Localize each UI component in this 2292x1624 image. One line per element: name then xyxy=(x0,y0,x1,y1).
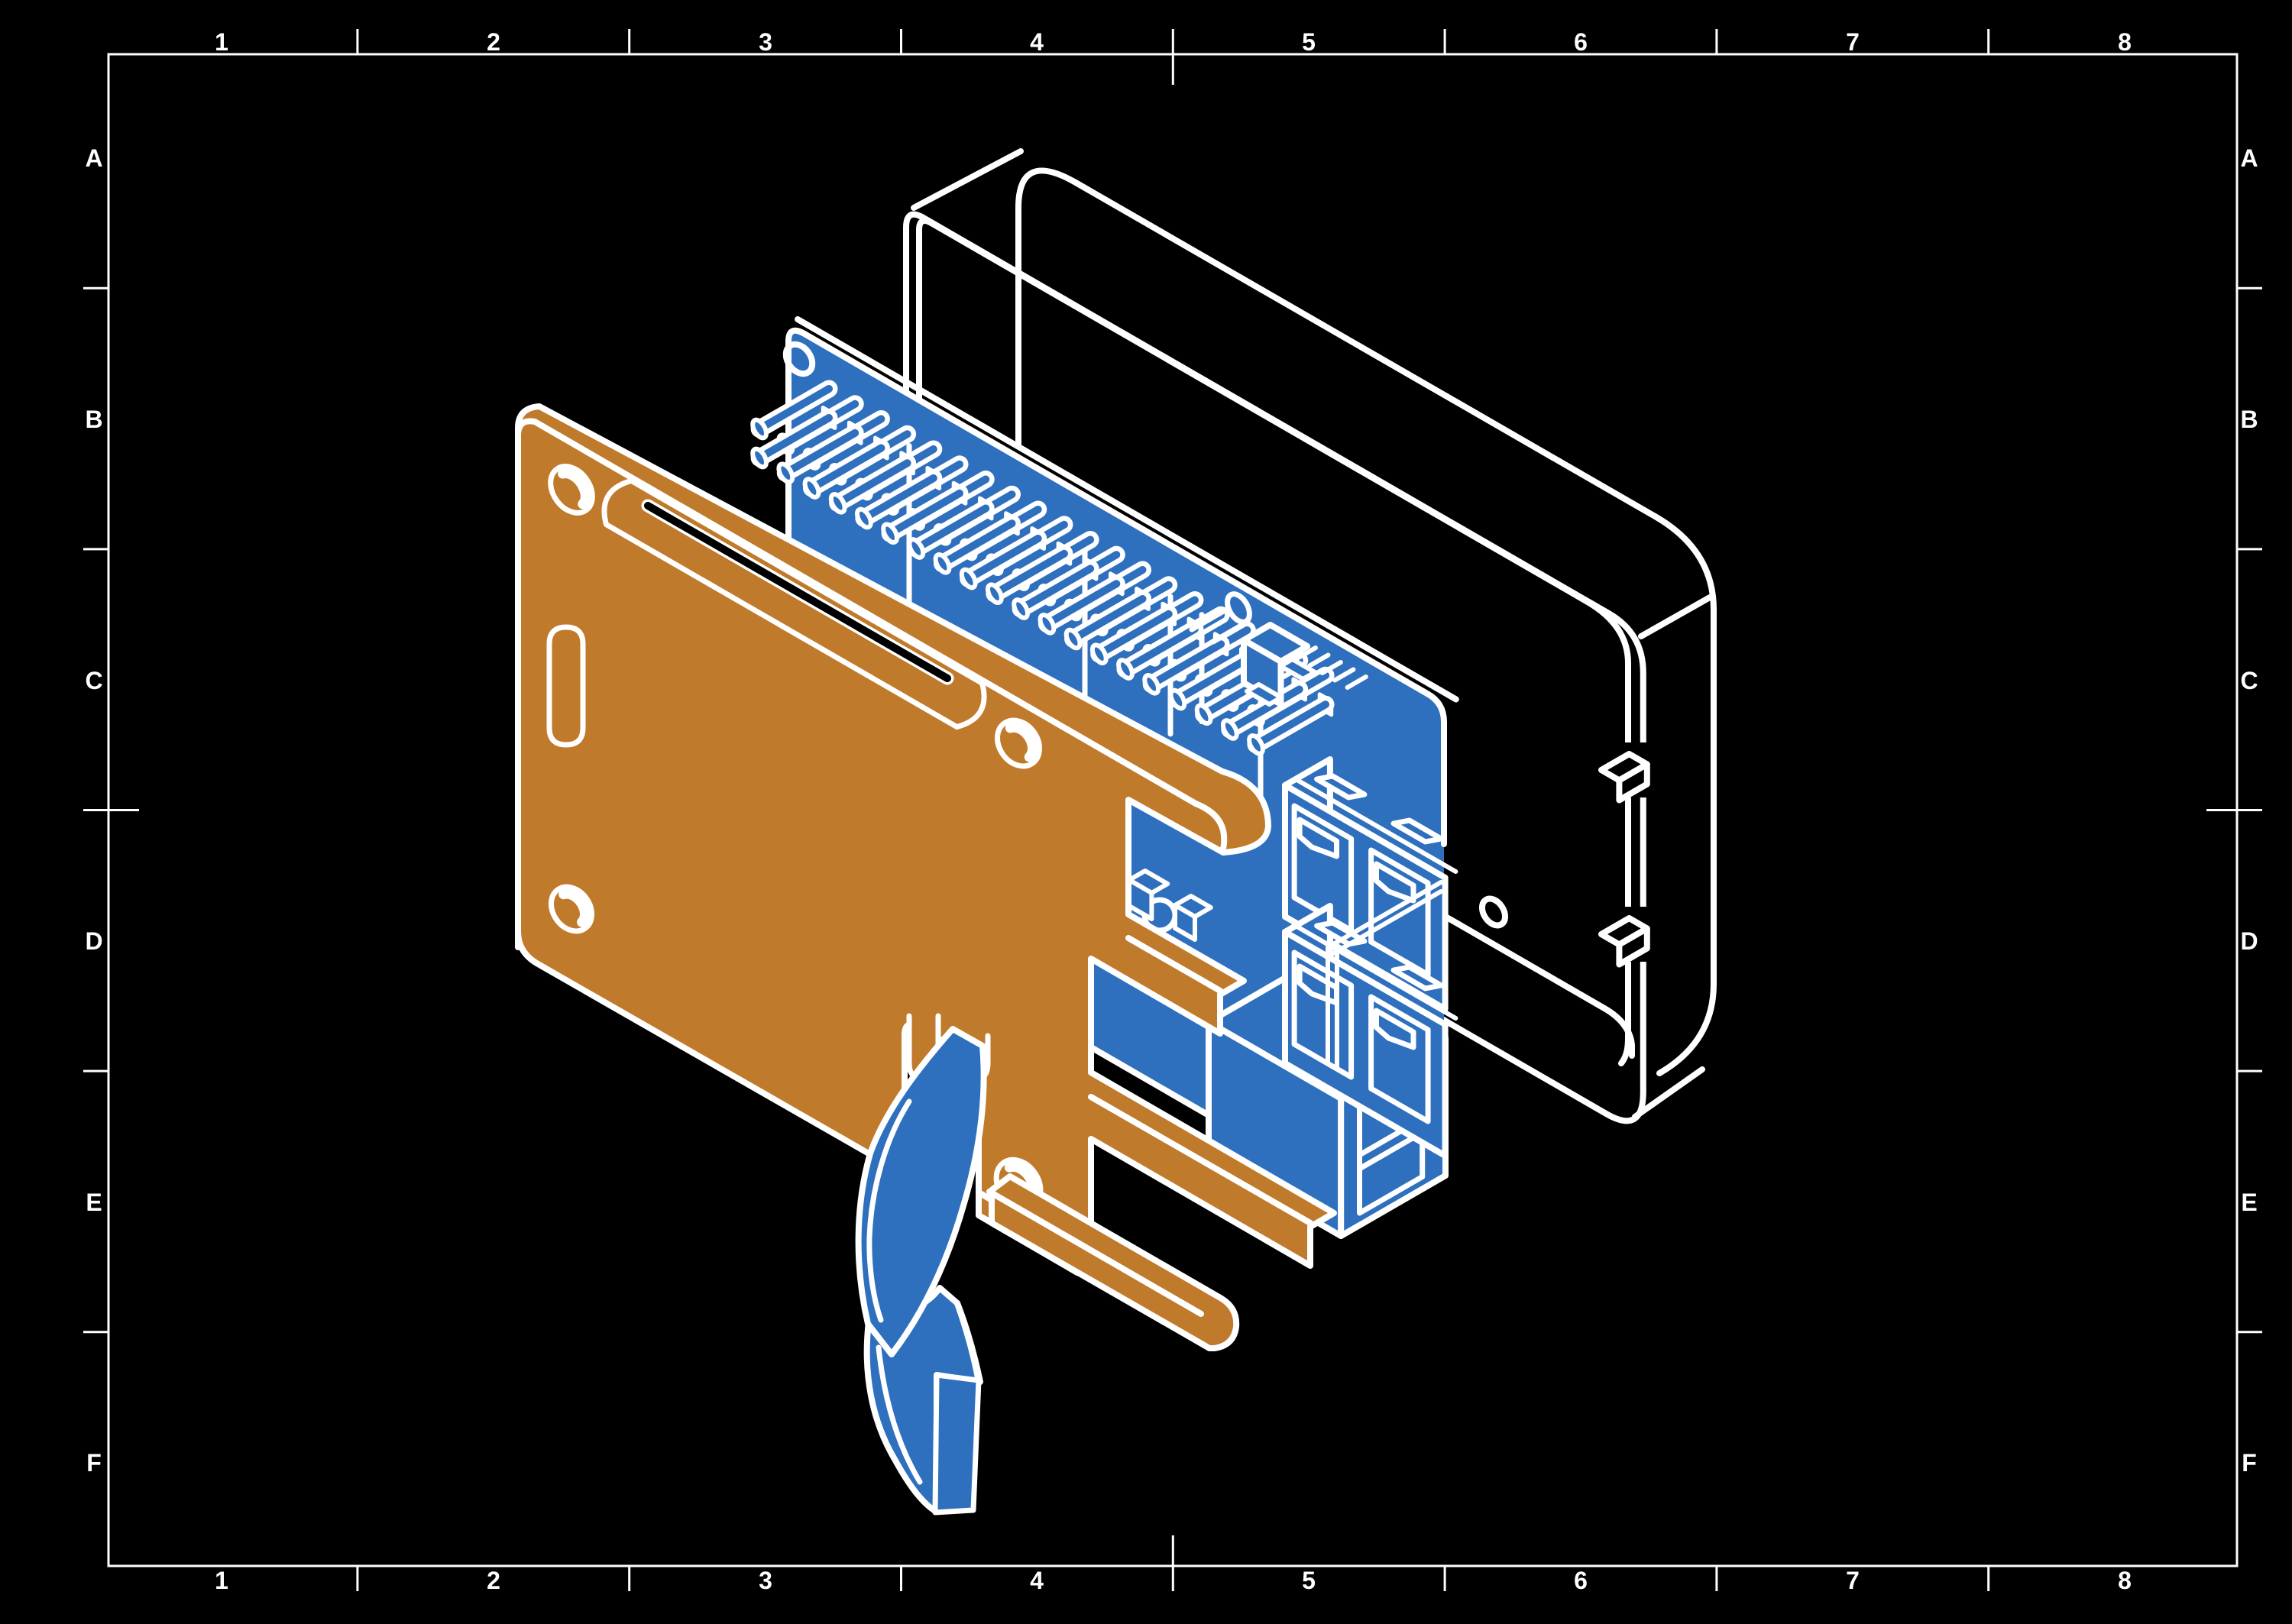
svg-text:5: 5 xyxy=(1302,28,1316,56)
svg-text:5: 5 xyxy=(1302,1567,1316,1594)
svg-text:4: 4 xyxy=(1030,28,1044,56)
svg-text:2: 2 xyxy=(487,28,500,56)
svg-text:8: 8 xyxy=(2118,28,2132,56)
svg-text:4: 4 xyxy=(1030,1567,1044,1594)
svg-text:E: E xyxy=(2241,1189,2257,1216)
svg-text:6: 6 xyxy=(1574,28,1588,56)
svg-text:2: 2 xyxy=(487,1567,500,1594)
svg-text:E: E xyxy=(86,1189,102,1216)
svg-text:C: C xyxy=(85,667,102,694)
svg-text:3: 3 xyxy=(759,28,772,56)
svg-text:7: 7 xyxy=(1846,28,1860,56)
svg-text:3: 3 xyxy=(759,1567,772,1594)
svg-text:6: 6 xyxy=(1574,1567,1588,1594)
svg-text:A: A xyxy=(85,144,102,172)
svg-text:A: A xyxy=(2240,144,2258,172)
svg-text:B: B xyxy=(2240,406,2258,433)
svg-text:7: 7 xyxy=(1846,1567,1860,1594)
svg-text:D: D xyxy=(2240,927,2258,955)
svg-text:F: F xyxy=(86,1449,102,1477)
svg-text:D: D xyxy=(85,927,102,955)
svg-text:1: 1 xyxy=(215,28,228,56)
svg-text:C: C xyxy=(2240,667,2258,694)
svg-text:1: 1 xyxy=(215,1567,228,1594)
svg-text:8: 8 xyxy=(2118,1567,2132,1594)
svg-text:F: F xyxy=(2242,1449,2257,1477)
svg-text:B: B xyxy=(85,406,102,433)
